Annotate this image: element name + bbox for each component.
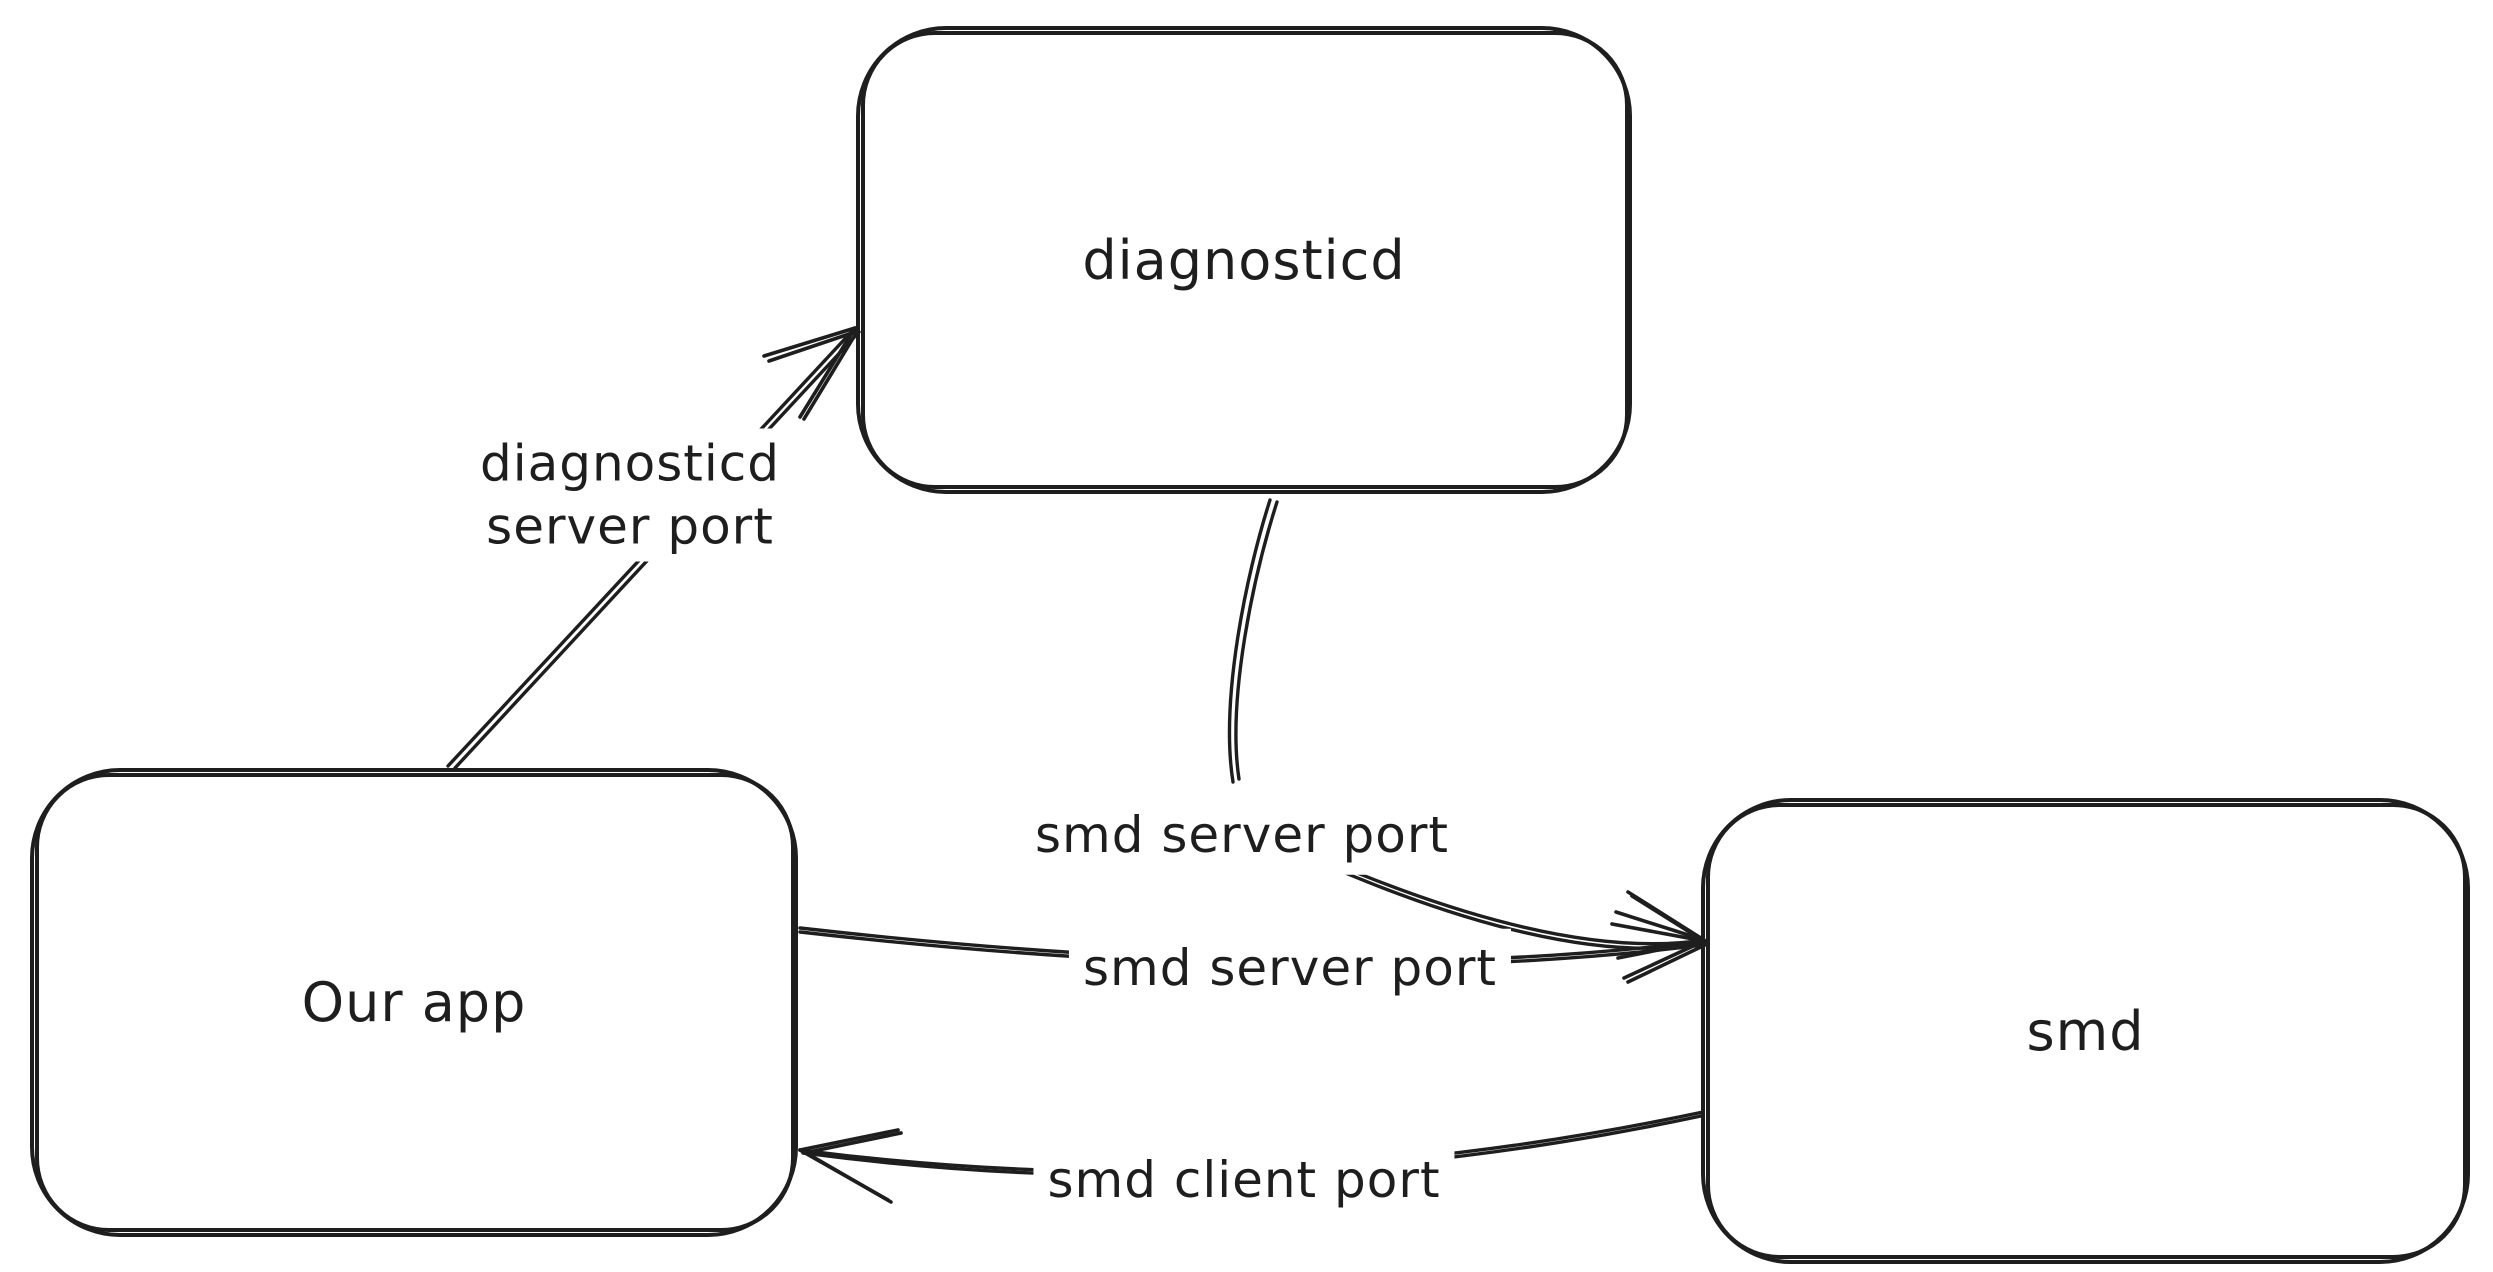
node-box-our-app: [30, 768, 798, 1237]
node-box-diagnosticd: [856, 26, 1632, 494]
node-box-smd: [1701, 798, 2470, 1264]
edge-label-smd-server-port-upper: smd server port: [1020, 795, 1464, 875]
node-label-smd: smd: [2026, 999, 2145, 1063]
edge-label-diagnosticd-server-port: diagnosticd server port: [430, 428, 830, 562]
arrowhead-at-smd: [1610, 890, 1709, 984]
node-label-diagnosticd: diagnosticd: [1082, 228, 1406, 292]
edge-label-smd-client-port: smd client port: [1033, 1140, 1455, 1220]
edge-diagnosticd-to-smd: [1227, 498, 1706, 951]
node-label-our-app: Our app: [301, 971, 527, 1034]
arrowhead-at-our-app: [798, 1128, 903, 1204]
edge-label-smd-server-port-lower: smd server port: [1068, 928, 1512, 1008]
